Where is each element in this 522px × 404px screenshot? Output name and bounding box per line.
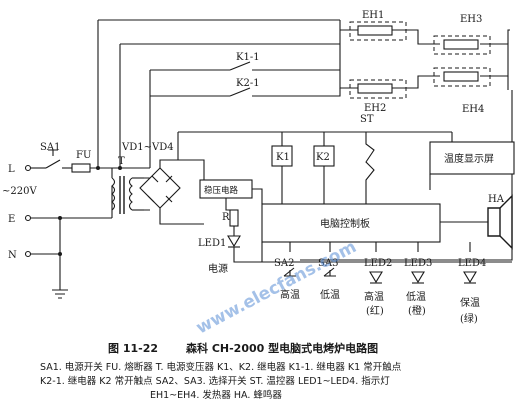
thermostat-st-label: ST — [360, 114, 374, 125]
caption-figure-number: 图 11-22 — [108, 342, 158, 355]
fuse-fu — [71, 163, 91, 173]
relay-k1-label: K1 — [276, 152, 290, 163]
legend-line-3: EH1~EH4. 发热器 HA. 蜂鸣器 — [150, 389, 282, 401]
rectifier-label: VD1~VD4 — [121, 142, 174, 153]
switch-sa3-label: SA3 — [318, 258, 338, 269]
temp-display-box — [429, 141, 515, 175]
led4-keep-warm-label: 保温 — [460, 296, 480, 309]
control-board-box — [261, 203, 441, 243]
heater-eh2-label: EH2 — [364, 103, 386, 114]
led3-label: LED3 — [404, 258, 432, 269]
switch-sa1-label: SA1 — [40, 142, 60, 153]
heater-eh1-label: EH1 — [362, 10, 384, 21]
switch-sa2-label: SA2 — [274, 258, 294, 269]
heater-eh1-outline — [349, 21, 407, 41]
terminal-e — [24, 214, 32, 222]
temp-display-label: 温度显示屏 — [444, 152, 494, 165]
contact-k2-1-label: K2-1 — [236, 78, 260, 89]
led4-label: LED4 — [458, 258, 486, 269]
led3-low-temp-label: 低温 — [406, 290, 426, 303]
led2-high-temp-label: 高温 — [364, 290, 384, 303]
legend-line-1: SA1. 电源开关 FU. 熔断器 T. 电源变压器 K1、K2. 继电器 K1… — [40, 361, 402, 373]
terminal-e-label: E — [8, 214, 15, 225]
heater-eh4 — [443, 71, 479, 82]
legend: SA1. 电源开关 FU. 熔断器 T. 电源变压器 K1、K2. 继电器 K1… — [40, 361, 402, 401]
caption-title: 森科 CH-2000 型电脑式电烤炉电路图 — [186, 341, 378, 355]
led1-power-label: 电源 — [208, 262, 228, 275]
transformer-t: T — [111, 156, 144, 214]
bottom-section: SA2 高温 SA3 低温 LED2 高温 (红) LED3 低温 (橙) LE… — [261, 242, 512, 325]
fuse-fu-label: FU — [76, 150, 91, 161]
heater-eh2-outline — [349, 79, 407, 99]
buzzer-ha-label: HA — [488, 194, 505, 205]
contact-k1-1-label: K1-1 — [236, 52, 260, 63]
led3-color-label: (橙) — [408, 304, 426, 317]
heater-group: EH1 EH2 EH3 EH4 — [349, 10, 491, 115]
heater-eh3 — [443, 39, 479, 50]
relay-section: K1 K2 ST 温度显示屏 — [177, 114, 515, 204]
caption: 图 11-22 森科 CH-2000 型电脑式电烤炉电路图 — [108, 341, 378, 355]
resistor-r — [229, 209, 239, 227]
heater-eh1 — [357, 25, 393, 36]
regulator: 稳压电路 — [199, 179, 263, 211]
terminal-n-label: N — [8, 250, 17, 261]
relay-contacts: K1-1 K2-1 — [149, 52, 341, 168]
heater-eh4-outline — [433, 67, 491, 87]
heater-eh4-label: EH4 — [462, 104, 484, 115]
heater-eh2 — [357, 83, 393, 94]
low-temp-label: 低温 — [320, 288, 340, 301]
terminal-l — [24, 164, 32, 172]
heater-eh3-label: EH3 — [460, 14, 482, 25]
led2-color-label: (红) — [366, 304, 384, 317]
transformer-t-label: T — [118, 156, 125, 167]
led4-color-label: (绿) — [460, 312, 478, 325]
legend-line-2: K2-1. 继电器 K2 常开触点 SA2、SA3. 选择开关 ST. 温控器 … — [40, 375, 390, 387]
terminal-l-label: L — [8, 164, 15, 175]
voltage-label: ~220V — [2, 186, 37, 197]
regulator-label: 稳压电路 — [204, 185, 239, 196]
relay-k2-label: K2 — [316, 152, 330, 163]
control-board-label: 电脑控制板 — [320, 217, 370, 230]
bridge-rectifier: VD1~VD4 — [121, 142, 205, 225]
control-board: 电脑控制板 — [261, 203, 488, 243]
resistor-r-label: R — [222, 212, 230, 223]
led2-label: LED2 — [364, 258, 392, 269]
high-temp-label: 高温 — [280, 288, 300, 301]
buzzer-ha: HA — [487, 194, 513, 250]
heater-eh3-outline — [433, 35, 491, 55]
power-input: L ~220V E N SA1 FU — [2, 142, 150, 299]
terminal-n — [24, 250, 32, 258]
led1-label: LED1 — [198, 238, 226, 249]
watermark: www.elecfans.com — [193, 237, 360, 338]
power-indicator: R LED1 电源 — [198, 209, 262, 275]
